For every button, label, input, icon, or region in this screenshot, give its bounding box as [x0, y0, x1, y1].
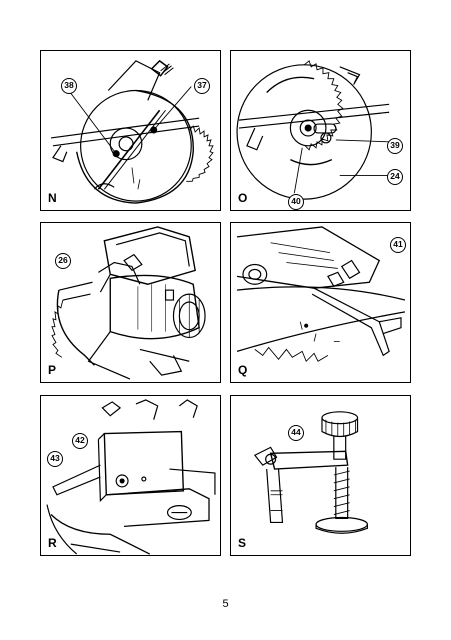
panel-label-s: S — [238, 536, 247, 550]
figure-panel-q: 41 Q — [230, 222, 411, 383]
fence-adjustment-illustration — [236, 226, 406, 363]
saw-blade-removal-illustration — [236, 60, 390, 200]
page-number: 5 — [222, 598, 229, 610]
panel-label-p: P — [48, 363, 57, 377]
callout-40: 40 — [288, 194, 304, 210]
saw-blade-guard-illustration — [50, 59, 214, 204]
figure-panel-o: 39 24 40 O — [230, 50, 411, 211]
panel-label-n: N — [48, 191, 57, 205]
figure-panel-p: 26 P — [40, 222, 221, 383]
callout-39: 39 — [387, 138, 403, 154]
callout-41: 41 — [390, 237, 406, 253]
callout-42: 42 — [72, 433, 88, 449]
panel-label-r: R — [48, 536, 57, 550]
panel-label-q: Q — [238, 363, 248, 377]
callout-44: 44 — [288, 425, 304, 441]
figure-panel-r: 42 43 R — [40, 395, 221, 556]
figure-panel-n: 38 37 N — [40, 50, 221, 211]
callout-37: 37 — [194, 78, 210, 94]
callout-26: 26 — [55, 253, 71, 269]
figure-panel-s: 44 S — [230, 395, 411, 556]
callout-43: 43 — [47, 451, 63, 467]
sliding-fence-illustration — [46, 399, 216, 555]
callout-38: 38 — [61, 78, 77, 94]
motor-housing-illustration — [51, 226, 206, 380]
panel-label-o: O — [238, 191, 248, 205]
workpiece-clamp-illustration — [253, 411, 369, 534]
callout-24: 24 — [387, 169, 403, 185]
